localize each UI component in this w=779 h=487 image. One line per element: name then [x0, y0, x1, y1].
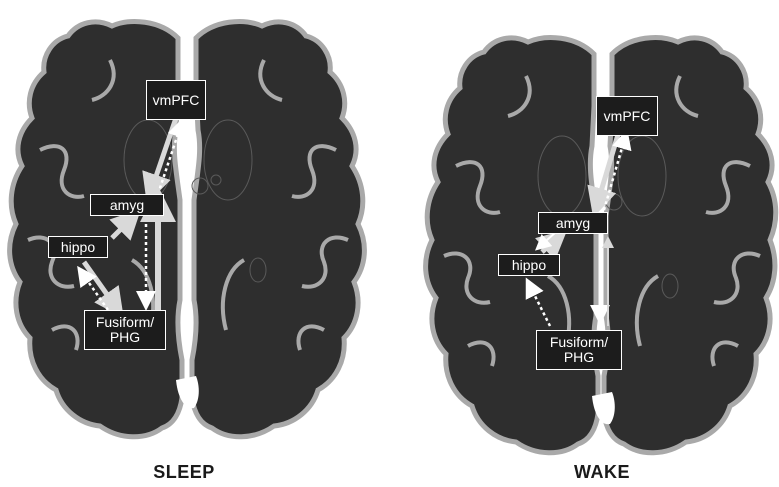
sleep-panel: vmPFC amyg hippo Fusiform/ PHG SLEEP — [0, 0, 390, 487]
wake-vmpfc-label: vmPFC — [604, 109, 651, 124]
wake-amyg-box: amyg — [538, 212, 608, 234]
sleep-hippo-box: hippo — [48, 236, 108, 258]
sleep-fusiform-box: Fusiform/ PHG — [84, 310, 166, 350]
sleep-amyg-label: amyg — [110, 198, 144, 213]
wake-fusiform-label-line1: Fusiform/ — [550, 335, 608, 350]
wake-amyg-label: amyg — [556, 216, 590, 231]
right-hemisphere — [192, 22, 364, 437]
wake-caption: WAKE — [502, 462, 702, 483]
wake-hippo-label: hippo — [512, 258, 546, 273]
sleep-vmpfc-box: vmPFC — [146, 80, 206, 120]
sleep-fusiform-label-line1: Fusiform/ — [96, 315, 154, 330]
wake-fusiform-box: Fusiform/ PHG — [536, 330, 622, 370]
sleep-amyg-box: amyg — [90, 194, 164, 216]
wake-panel: vmPFC amyg hippo Fusiform/ PHG WAKE — [390, 0, 779, 487]
wake-brain-diagram — [390, 0, 779, 487]
sleep-caption: SLEEP — [84, 462, 284, 483]
sleep-hippo-label: hippo — [61, 240, 95, 255]
wake-hippo-box: hippo — [498, 254, 560, 276]
left-hemisphere — [426, 38, 598, 453]
sleep-vmpfc-label: vmPFC — [153, 93, 200, 108]
sleep-fusiform-label-line2: PHG — [96, 330, 154, 345]
midline-ventricle — [181, 120, 191, 174]
wake-vmpfc-box: vmPFC — [596, 96, 658, 136]
wake-fusiform-label-line2: PHG — [550, 350, 608, 365]
